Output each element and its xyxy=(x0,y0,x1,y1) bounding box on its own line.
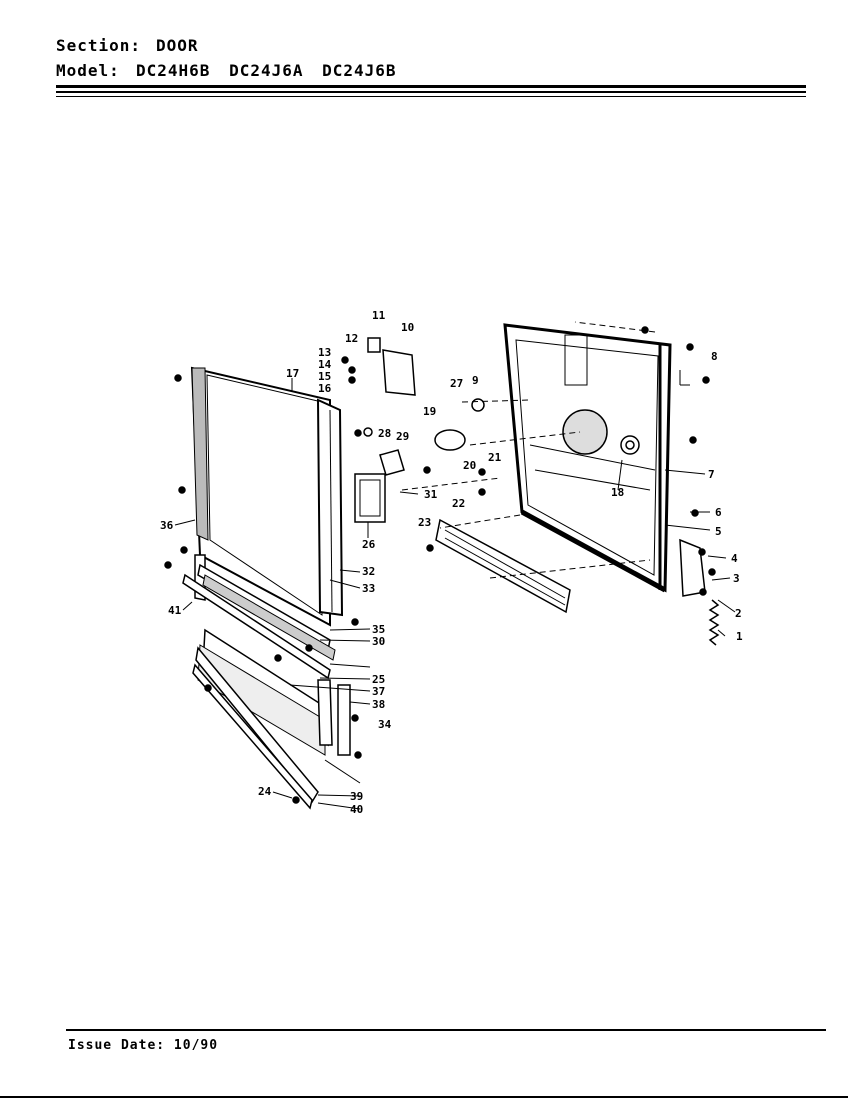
page-bottom-rule xyxy=(0,1096,848,1098)
part-label-16: 16 xyxy=(318,382,332,395)
outer-door-panel xyxy=(503,323,672,593)
part-label-18: 18 xyxy=(611,486,624,499)
toe-panel xyxy=(435,518,571,614)
part-label-24: 24 xyxy=(258,785,272,798)
part-label-25: 25 xyxy=(372,673,385,686)
part-label-26: 26 xyxy=(362,538,376,551)
part-label-13: 13 xyxy=(318,346,331,359)
leader-lines xyxy=(174,370,736,810)
hinge-spring xyxy=(679,538,720,646)
part-label-3: 3 xyxy=(733,572,740,585)
part-label-36: 36 xyxy=(160,519,174,532)
footer-rule xyxy=(66,1029,826,1031)
part-label-39: 39 xyxy=(350,790,363,803)
part-label-27: 27 xyxy=(450,377,463,390)
part-label-6: 6 xyxy=(715,506,722,519)
part-label-9: 9 xyxy=(472,374,479,387)
part-label-22: 22 xyxy=(452,497,465,510)
model-values: DC24H6B DC24J6A DC24J6B xyxy=(136,61,397,80)
bottom-trim-strips xyxy=(182,554,351,810)
header-rule-thin xyxy=(56,91,806,93)
header-rule-thick xyxy=(56,85,806,88)
part-label-29: 29 xyxy=(396,430,409,443)
part-label-30: 30 xyxy=(372,635,385,648)
part-label-10: 10 xyxy=(401,321,414,334)
part-label-21: 21 xyxy=(488,451,502,464)
part-label-40: 40 xyxy=(350,803,363,816)
fasteners xyxy=(164,326,716,804)
header-rule-bottom xyxy=(56,96,806,97)
part-label-5: 5 xyxy=(715,525,722,538)
part-label-12: 12 xyxy=(345,332,358,345)
section-label: Section: xyxy=(56,36,142,55)
part-label-1: 1 xyxy=(736,630,743,643)
part-label-7: 7 xyxy=(708,468,715,481)
part-label-33: 33 xyxy=(362,582,375,595)
part-label-34: 34 xyxy=(378,718,392,731)
part-label-14: 14 xyxy=(318,358,332,371)
part-label-32: 32 xyxy=(362,565,375,578)
part-label-23: 23 xyxy=(418,516,431,529)
part-label-8: 8 xyxy=(711,350,718,363)
part-label-35: 35 xyxy=(372,623,385,636)
part-label-20: 20 xyxy=(463,459,476,472)
part-label-37: 37 xyxy=(372,685,385,698)
part-label-4: 4 xyxy=(731,552,738,565)
part-label-15: 15 xyxy=(318,370,331,383)
part-label-28: 28 xyxy=(378,427,391,440)
part-label-19: 19 xyxy=(423,405,436,418)
model-label: Model: xyxy=(56,61,120,80)
latch-assembly xyxy=(354,337,485,523)
part-label-38: 38 xyxy=(372,698,385,711)
part-label-11: 11 xyxy=(372,309,386,322)
part-label-31: 31 xyxy=(424,488,438,501)
inner-door-panel xyxy=(190,366,344,627)
part-number-labels: 1 2 3 4 5 6 7 8 9 10 11 12 13 14 15 16 1… xyxy=(160,309,743,816)
issue-date: Issue Date: 10/90 xyxy=(68,1038,219,1053)
section-value: DOOR xyxy=(156,36,199,55)
part-label-41: 41 xyxy=(168,604,182,617)
assembly-guide-lines xyxy=(401,321,656,579)
part-label-2: 2 xyxy=(735,607,742,620)
part-label-17: 17 xyxy=(286,367,299,380)
